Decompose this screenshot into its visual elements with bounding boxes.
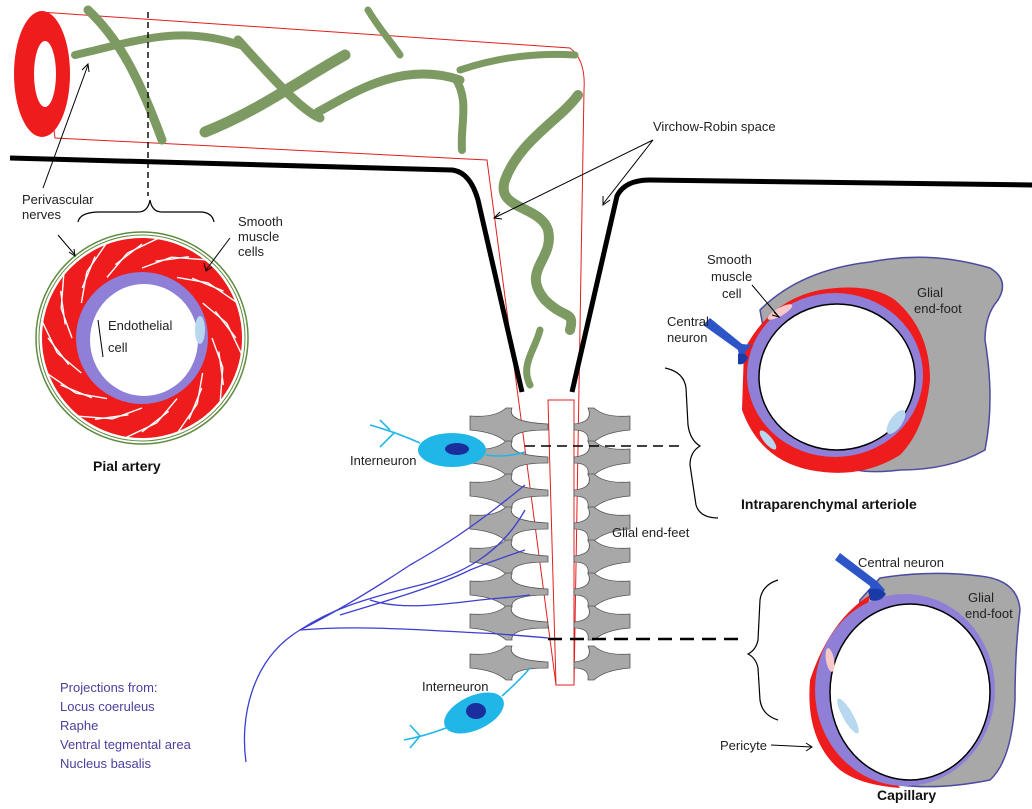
glial-end-foot-right (574, 606, 630, 640)
label-projections-heading: Projections from: (60, 680, 158, 695)
label-smooth-muscle-cell-line3: cell (722, 286, 742, 301)
capillary-brace (748, 580, 778, 720)
glial-end-foot-left (470, 646, 548, 680)
label-perivascular-nerves-line2: nerves (22, 207, 62, 222)
label-endothelial-cell-line1: Endothelial (108, 318, 172, 333)
label-projection-raphe: Raphe (60, 718, 98, 733)
label-virchow-robin-space: Virchow-Robin space (653, 119, 776, 134)
label-interneuron-2: Interneuron (422, 679, 489, 694)
glial-end-foot-left (470, 573, 548, 607)
label-smooth-muscle-cells-line3: cells (238, 244, 265, 259)
label-endothelial-cell-line2: cell (108, 340, 128, 355)
label-smooth-muscle-cells-line2: muscle (238, 229, 279, 244)
label-central-neuron-1-line2: neuron (667, 330, 707, 345)
penetrating-vessel (548, 400, 574, 685)
label-glial-end-foot-2-line2: end-foot (965, 606, 1013, 621)
label-glial-end-foot-1-line1: Glial (917, 285, 943, 300)
label-projection-locus-coeruleus: Locus coeruleus (60, 699, 155, 714)
pial-artery-cross-section (36, 232, 248, 444)
label-glial-end-feet: Glial end-feet (612, 525, 690, 540)
label-smooth-muscle-cells-line1: Smooth (238, 214, 283, 229)
label-glial-end-foot-1-line2: end-foot (914, 301, 962, 316)
label-glial-end-foot-2-line1: Glial (968, 590, 994, 605)
label-perivascular-nerves-line1: Perivascular (22, 192, 94, 207)
label-capillary: Capillary (877, 787, 936, 803)
arteriole-cross-section (742, 257, 1003, 473)
label-intraparenchymal-arteriole: Intraparenchymal arteriole (741, 496, 917, 512)
label-smooth-muscle-cell-line1: Smooth (707, 252, 752, 267)
glial-end-foot-left (470, 540, 548, 574)
label-pial-artery: Pial artery (93, 458, 161, 474)
label-pericyte: Pericyte (720, 738, 767, 753)
pial-artery-brace (78, 200, 214, 222)
arteriole-brace (665, 368, 718, 518)
glial-end-foot-right (574, 540, 630, 574)
glial-end-foot-right (574, 573, 630, 607)
glial-end-foot-right (574, 408, 630, 442)
glial-end-foot-right (574, 646, 630, 680)
label-projection-nucleus-basalis: Nucleus basalis (60, 756, 152, 771)
central-neuron-arteriole (703, 318, 752, 364)
label-central-neuron-2: Central neuron (858, 555, 944, 570)
glial-end-foot-left (470, 474, 548, 508)
label-smooth-muscle-cell-line2: muscle (711, 269, 752, 284)
label-projection-ventral-tegmental-area: Ventral tegmental area (60, 737, 192, 752)
glial-end-foot-left (470, 408, 548, 442)
label-interneuron-1: Interneuron (350, 453, 417, 468)
glial-end-foot-right (574, 474, 630, 508)
label-central-neuron-1-line1: Central (667, 314, 709, 329)
